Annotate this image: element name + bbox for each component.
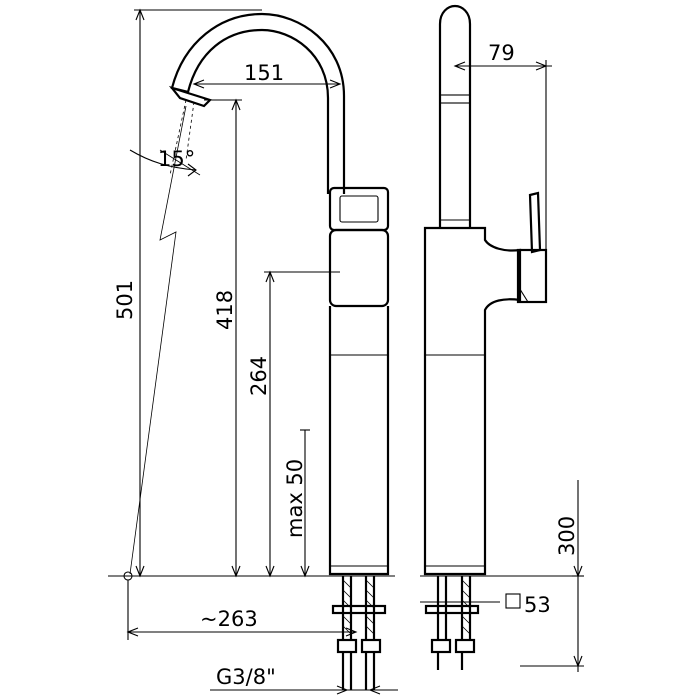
dim-connection-text: G3/8": [216, 665, 276, 689]
dim-spout-angle-text: 15°: [158, 147, 195, 171]
side-aerator: [439, 94, 471, 104]
dim-spout-reach: 151: [192, 61, 342, 89]
spout-tip: [168, 85, 213, 108]
dim-side-height: 300: [520, 480, 584, 672]
body-column: [328, 306, 390, 576]
side-view: 79 300 53: [420, 4, 584, 672]
dim-spout-reach-text: 151: [244, 61, 284, 85]
cartridge-cap: [328, 228, 390, 308]
flow-lines: [169, 99, 195, 176]
dim-base-square-text: 53: [524, 593, 551, 617]
front-view: 501 418 264 max 50: [108, 8, 398, 695]
side-body: [423, 226, 522, 576]
mounting-hardware-front: [331, 576, 387, 690]
dim-reach-axis-text: ~263: [200, 607, 258, 631]
dim-total-height: 501: [113, 8, 262, 578]
side-handle-cap: [517, 285, 529, 303]
dim-side-projection-text: 79: [488, 41, 515, 65]
dim-total-height-text: 501: [113, 280, 137, 320]
dim-side-projection: 79: [453, 41, 552, 300]
dim-handle-height: 264: [247, 270, 340, 578]
dim-max-deck: max 50: [283, 429, 310, 578]
dim-spout-angle: 15°: [129, 147, 201, 177]
dim-reach-axis: ~263: [126, 580, 358, 640]
dim-base-square: 53: [420, 593, 551, 617]
side-spout: [438, 4, 472, 228]
dim-handle-height-text: 264: [247, 356, 271, 396]
dim-max-deck-text: max 50: [283, 459, 307, 538]
water-jet-line: [129, 105, 187, 575]
dim-spout-height: 418: [204, 98, 242, 578]
square-icon: [505, 593, 521, 609]
dim-spout-height-text: 418: [213, 290, 237, 330]
dim-side-height-text: 300: [555, 516, 579, 556]
mounting-hardware-side: [424, 576, 480, 670]
dim-connection: G3/8": [210, 665, 398, 695]
handle-lever: [328, 186, 390, 232]
side-handle-lever: [528, 191, 542, 254]
handle-lever-inner: [339, 195, 379, 223]
side-handle-body: [516, 248, 548, 304]
